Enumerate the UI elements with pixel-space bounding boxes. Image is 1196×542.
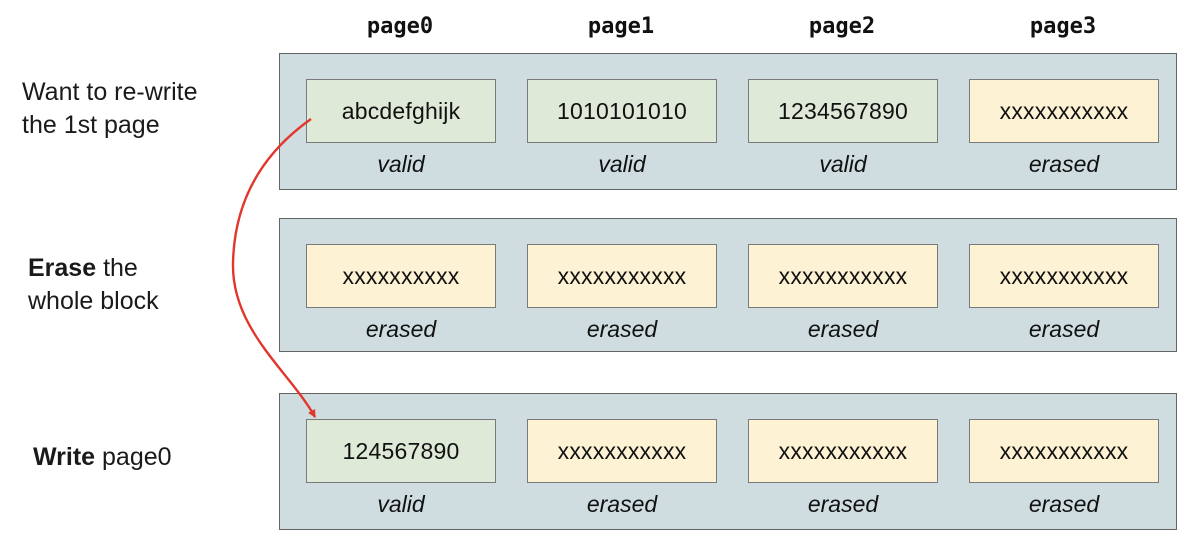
cell-step1-page1: 1010101010 [527, 79, 717, 143]
cell-step3-page1: xxxxxxxxxxx [527, 419, 717, 483]
step3-label: Write page0 [33, 441, 293, 474]
state-step2-page1: erased [586, 316, 658, 342]
state-step2-page0: erased [365, 316, 437, 342]
block-step2-col-page2: xxxxxxxxxxx erased [748, 244, 938, 351]
step2-label: Erase the whole block [28, 252, 193, 318]
block-step1-col-page1: 1010101010 valid [527, 79, 717, 189]
cell-step1-page3: xxxxxxxxxxx [969, 79, 1159, 143]
step3-label-text: page0 [95, 443, 172, 471]
block-step2-col-page1: xxxxxxxxxxx erased [527, 244, 717, 351]
step1-label-text: Want to re-write the 1st page [22, 78, 198, 139]
block-step2: xxxxxxxxxx erased xxxxxxxxxxx erased xxx… [279, 218, 1177, 352]
block-step1-col-page0: abcdefghijk valid [306, 79, 496, 189]
state-step2-page3: erased [1028, 316, 1100, 342]
state-step3-page0: valid [377, 491, 425, 517]
block-step2-col-page0: xxxxxxxxxx erased [306, 244, 496, 351]
page-header-page1: page1 [587, 14, 655, 39]
block-step1: abcdefghijk valid 1010101010 valid 12345… [279, 53, 1177, 190]
cell-step3-page2: xxxxxxxxxxx [748, 419, 938, 483]
state-step2-page2: erased [807, 316, 879, 342]
state-step1-page0: valid [377, 151, 425, 177]
cell-step1-page2: 1234567890 [748, 79, 938, 143]
block-step3-col-page1: xxxxxxxxxxx erased [527, 419, 717, 529]
step2-label-text: the whole block [28, 254, 159, 315]
page-header-page2: page2 [808, 14, 876, 39]
block-step3-col-page0: 124567890 valid [306, 419, 496, 529]
state-step3-page2: erased [807, 491, 879, 517]
page-header-page3: page3 [1029, 14, 1097, 39]
block-step1-col-page2: 1234567890 valid [748, 79, 938, 189]
block-step3-col-page3: xxxxxxxxxxx erased [969, 419, 1159, 529]
state-step3-page3: erased [1028, 491, 1100, 517]
step1-label: Want to re-write the 1st page [22, 76, 237, 142]
cell-step3-page3: xxxxxxxxxxx [969, 419, 1159, 483]
cell-step2-page2: xxxxxxxxxxx [748, 244, 938, 308]
cell-step3-page0: 124567890 [306, 419, 496, 483]
page-header-row: page0 page1 page2 page3 [279, 14, 1177, 39]
block-step3: 124567890 valid xxxxxxxxxxx erased xxxxx… [279, 393, 1177, 530]
state-step1-page3: erased [1028, 151, 1100, 177]
cell-step2-page3: xxxxxxxxxxx [969, 244, 1159, 308]
state-step3-page1: erased [586, 491, 658, 517]
state-step1-page1: valid [598, 151, 646, 177]
page-header-page0: page0 [366, 14, 434, 39]
step2-label-bold: Erase [28, 254, 97, 282]
step3-label-bold: Write [33, 443, 96, 471]
cell-step2-page1: xxxxxxxxxxx [527, 244, 717, 308]
block-step1-col-page3: xxxxxxxxxxx erased [969, 79, 1159, 189]
cell-step1-page0: abcdefghijk [306, 79, 496, 143]
block-step3-col-page2: xxxxxxxxxxx erased [748, 419, 938, 529]
state-step1-page2: valid [819, 151, 867, 177]
cell-step2-page0: xxxxxxxxxx [306, 244, 496, 308]
block-step2-col-page3: xxxxxxxxxxx erased [969, 244, 1159, 351]
